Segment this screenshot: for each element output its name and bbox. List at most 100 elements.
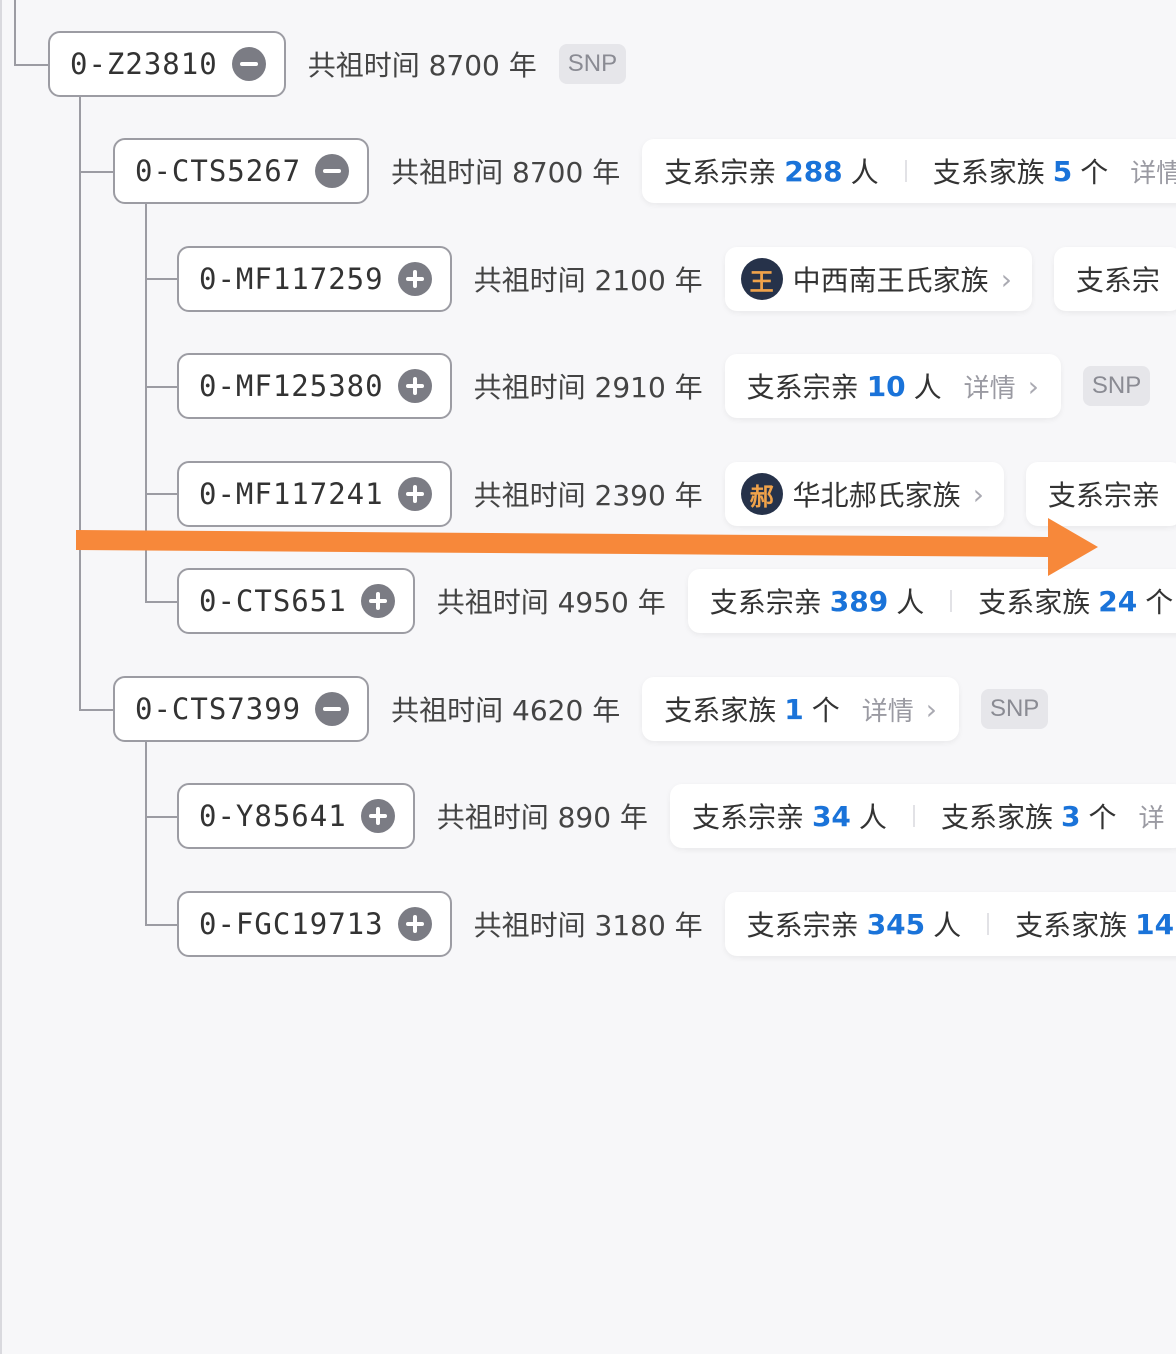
tree-row-z23810: 0-Z23810 共祖时间 8700 年 SNP xyxy=(48,31,627,97)
branch-stats-card[interactable]: 支系宗 xyxy=(1053,247,1176,311)
tree-line xyxy=(14,64,50,66)
haplogroup-node[interactable]: 0-MF125380 xyxy=(177,353,452,419)
ancestor-time: 共祖时间 890 年 xyxy=(436,801,648,834)
chevron-right-icon: › xyxy=(925,692,937,726)
collapse-icon[interactable] xyxy=(231,47,266,81)
kin-unit: 人 xyxy=(896,586,925,619)
branch-stats-card[interactable]: 支系宗亲 10 人 详情 › xyxy=(724,354,1061,418)
family-label: 支系家族 xyxy=(978,586,1091,619)
tree-line xyxy=(145,386,179,388)
haplogroup-id: 0-CTS7399 xyxy=(135,692,302,726)
snp-button[interactable]: SNP xyxy=(1082,366,1151,406)
snp-button[interactable]: SNP xyxy=(980,689,1049,729)
tree-line xyxy=(145,278,179,280)
branch-stats-card[interactable]: 支系家族 1 个 详情 › xyxy=(642,677,959,741)
ancestor-time: 共祖时间 2910 年 xyxy=(473,371,703,404)
haplogroup-node[interactable]: 0-CTS5267 xyxy=(113,138,370,204)
expand-icon[interactable] xyxy=(397,262,432,296)
kin-label: 支系宗亲 xyxy=(746,909,859,942)
kin-unit: 人 xyxy=(933,909,962,942)
tree-line xyxy=(14,0,16,66)
detail-link[interactable]: 详情 xyxy=(963,373,1016,404)
ancestor-time: 共祖时间 2100 年 xyxy=(473,264,703,297)
family-count: 24 xyxy=(1098,584,1138,618)
chevron-right-icon: › xyxy=(1000,262,1012,296)
family-count: 5 xyxy=(1052,154,1073,188)
haplogroup-node[interactable]: 0-MF117241 xyxy=(177,461,452,527)
family-name: 中西南王氏家族 xyxy=(792,264,989,297)
chevron-right-icon: › xyxy=(972,477,984,511)
chevron-right-icon: › xyxy=(1027,369,1039,403)
haplogroup-node[interactable]: 0-Y85641 xyxy=(177,783,415,849)
family-label: 支系家族 xyxy=(664,694,777,727)
collapse-icon[interactable] xyxy=(315,692,350,726)
haplogroup-node[interactable]: 0-CTS651 xyxy=(177,568,415,634)
divider xyxy=(987,913,990,935)
family-unit: 个 xyxy=(811,694,840,727)
kin-count: 10 xyxy=(866,369,906,403)
family-card[interactable]: 王 中西南王氏家族 › xyxy=(724,247,1032,311)
kin-count: 34 xyxy=(811,799,851,833)
tree-line xyxy=(145,204,147,603)
tree-line xyxy=(145,924,179,926)
detail-link[interactable]: 详情 xyxy=(1130,158,1176,189)
kin-label: 支系宗 xyxy=(1075,264,1160,297)
haplogroup-id: 0-Z23810 xyxy=(70,47,218,81)
tree-line xyxy=(79,171,115,173)
left-border xyxy=(0,0,2,1354)
surname-badge: 王 xyxy=(740,258,783,300)
tree-line xyxy=(79,97,81,711)
haplogroup-id: 0-MF117259 xyxy=(199,262,384,296)
family-unit: 个 xyxy=(1080,156,1109,189)
expand-icon[interactable] xyxy=(360,584,395,618)
haplogroup-id: 0-MF117241 xyxy=(199,477,384,511)
haplogroup-node[interactable]: 0-Z23810 xyxy=(48,31,286,97)
tree-row-mf117259: 0-MF117259 共祖时间 2100 年 王 中西南王氏家族 › 支系宗 xyxy=(177,246,1176,312)
detail-link[interactable]: 详 xyxy=(1138,803,1165,834)
ancestor-time: 共祖时间 8700 年 xyxy=(391,156,621,189)
family-label: 支系家族 xyxy=(940,801,1053,834)
expand-icon[interactable] xyxy=(360,799,395,833)
tree-row-cts651: 0-CTS651 共祖时间 4950 年 支系宗亲 389 人 支系家族 24 … xyxy=(177,568,1176,634)
family-name: 华北郝氏家族 xyxy=(792,479,961,512)
tree-row-y85641: 0-Y85641 共祖时间 890 年 支系宗亲 34 人 支系家族 3 个 详 xyxy=(177,783,1176,849)
haplogroup-node[interactable]: 0-MF117259 xyxy=(177,246,452,312)
expand-icon[interactable] xyxy=(397,477,432,511)
branch-stats-card[interactable]: 支系宗亲 288 人 支系家族 5 个 详情 xyxy=(642,139,1176,203)
kin-unit: 人 xyxy=(850,156,879,189)
family-count: 14 xyxy=(1135,907,1175,941)
family-unit: 个 xyxy=(1145,586,1174,619)
branch-stats-card[interactable]: 支系宗亲 389 人 支系家族 24 个 xyxy=(687,569,1176,633)
haplogroup-id: 0-Y85641 xyxy=(199,799,347,833)
family-count: 1 xyxy=(784,692,804,726)
kin-label: 支系宗亲 xyxy=(691,801,804,834)
snp-button[interactable]: SNP xyxy=(558,44,627,84)
family-label: 支系家族 xyxy=(1015,909,1128,942)
kin-unit: 人 xyxy=(858,801,887,834)
divider xyxy=(904,160,907,182)
family-label: 支系家族 xyxy=(932,156,1045,189)
haplogroup-id: 0-FGC19713 xyxy=(199,907,384,941)
kin-count: 345 xyxy=(866,907,926,941)
tree-line xyxy=(79,709,115,711)
expand-icon[interactable] xyxy=(397,369,432,403)
branch-stats-card[interactable]: 支系宗亲 xyxy=(1025,462,1176,526)
haplogroup-id: 0-MF125380 xyxy=(199,369,384,403)
family-card[interactable]: 郝 华北郝氏家族 › xyxy=(724,462,1004,526)
haplogroup-node[interactable]: 0-FGC19713 xyxy=(177,891,452,957)
kin-label: 支系宗亲 xyxy=(664,156,777,189)
branch-stats-card[interactable]: 支系宗亲 34 人 支系家族 3 个 详 xyxy=(669,784,1176,848)
haplogroup-node[interactable]: 0-CTS7399 xyxy=(113,676,370,742)
branch-stats-card[interactable]: 支系宗亲 345 人 支系家族 14 xyxy=(724,892,1176,956)
family-unit: 个 xyxy=(1088,801,1117,834)
expand-icon[interactable] xyxy=(397,907,432,941)
kin-count: 389 xyxy=(829,584,889,618)
detail-link[interactable]: 详情 xyxy=(861,696,914,727)
collapse-icon[interactable] xyxy=(315,154,350,188)
divider xyxy=(912,805,915,827)
tree-row-mf117241: 0-MF117241 共祖时间 2390 年 郝 华北郝氏家族 › 支系宗亲 xyxy=(177,461,1176,527)
tree-line xyxy=(145,601,179,603)
kin-label: 支系宗亲 xyxy=(746,371,859,404)
tree-line xyxy=(145,742,147,926)
tree-row-mf125380: 0-MF125380 共祖时间 2910 年 支系宗亲 10 人 详情 › SN… xyxy=(177,353,1151,419)
